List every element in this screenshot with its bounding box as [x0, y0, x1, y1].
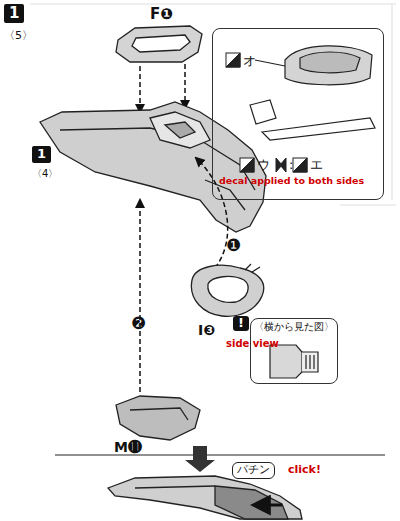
drawing-stroke: [30, 4, 396, 5]
drawing-stroke: [191, 265, 263, 316]
decal-marker: ウ: [257, 158, 270, 173]
drawing-stroke: [300, 52, 360, 73]
drawing-stroke: [276, 158, 286, 172]
drawing-stroke: [55, 454, 385, 455]
drawing-stroke: [116, 396, 200, 440]
drawing-stroke: [270, 345, 318, 378]
drawing-stroke: [254, 504, 282, 507]
drawing-stroke: [116, 26, 202, 62]
drawing-stroke: [245, 264, 260, 272]
warning-icon: !: [233, 316, 249, 331]
drawing-stroke: [302, 352, 318, 372]
drawing-stroke: [226, 53, 240, 67]
step-reference: 1〈4〉: [32, 146, 62, 190]
drawing-stroke: [40, 102, 266, 232]
drawing-stroke: [293, 158, 307, 172]
note-text: click!: [288, 464, 321, 477]
part-label: I❸: [198, 322, 215, 338]
decal-marker: エ: [310, 158, 323, 173]
drawing-stroke: [392, 4, 393, 200]
drawing-stroke: [285, 46, 372, 85]
drawing-stroke: [185, 446, 215, 472]
separator: :: [289, 158, 293, 173]
side-view-box: 〈横から見た図〉: [250, 318, 338, 384]
drawing-stroke: [191, 264, 263, 316]
step-number: 1: [32, 146, 51, 163]
decal-marker: オ: [243, 54, 256, 69]
step-number: 1: [4, 4, 24, 23]
drawing-stroke: [270, 345, 302, 378]
step-badge: 1 〈5〉: [4, 4, 37, 50]
drawing-stroke: [340, 205, 396, 206]
note-text: side view: [226, 338, 279, 350]
drawing-stroke: [139, 66, 141, 112]
step-reference-number: 〈4〉: [32, 168, 58, 180]
drawing-stroke: [165, 122, 195, 138]
drawing-stroke: [130, 408, 188, 420]
drawing-stroke: [240, 158, 254, 172]
drawing-stroke: [306, 355, 314, 369]
drawing-stroke: [116, 26, 202, 62]
drawing-stroke: [215, 486, 288, 519]
drawing-stroke: [108, 476, 302, 519]
decal-note: decal applied to both sides: [219, 176, 364, 187]
drawing-stroke: [226, 53, 240, 67]
decal-inset-box: オウ: エ decal applied to both sides: [212, 28, 384, 200]
sound-effect: パチン: [232, 462, 275, 479]
drawing-stroke: [262, 118, 375, 140]
part-label: F❶: [150, 6, 173, 23]
part-label: M⓫: [114, 439, 142, 455]
view-heading: 〈横から見た図〉: [254, 322, 334, 333]
drawing-stroke: [116, 396, 200, 440]
callout-number: ❷: [131, 314, 146, 334]
drawing-stroke: [184, 64, 186, 108]
drawing-stroke: [208, 277, 248, 303]
drawing-stroke: [108, 476, 302, 519]
drawing-stroke: [135, 486, 215, 488]
drawing-stroke: [255, 60, 285, 66]
drawing-stroke: [250, 46, 375, 140]
step-reference-number: 〈5〉: [4, 30, 33, 43]
drawing-stroke: [293, 158, 307, 172]
drawing-stroke: [139, 200, 141, 392]
callout-number: ❶: [226, 236, 241, 256]
drawing-stroke: [226, 53, 307, 172]
drawing-stroke: [40, 102, 266, 232]
drawing-stroke: [250, 100, 276, 124]
drawing-stroke: [240, 158, 254, 172]
drawing-stroke: [132, 35, 190, 52]
drawing-stroke: [150, 112, 210, 148]
